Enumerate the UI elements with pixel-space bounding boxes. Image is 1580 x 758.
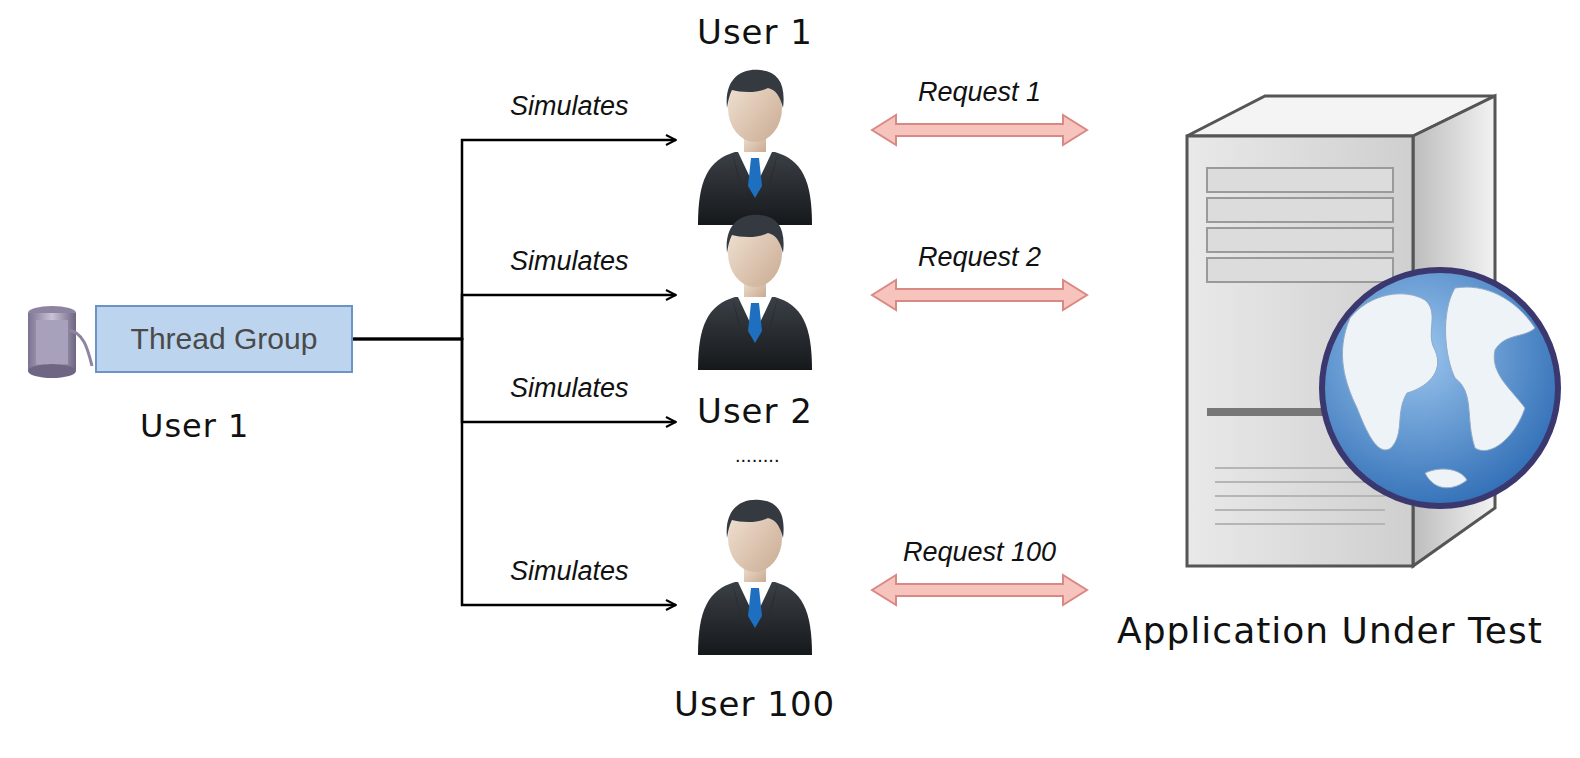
user-label: User 1 — [697, 12, 813, 52]
globe-part — [1446, 287, 1535, 451]
simulates-label: Simulates — [510, 91, 629, 122]
thread-icon-part — [28, 313, 76, 371]
user-figure: User 2 — [680, 205, 830, 440]
drive-bays-part — [1207, 168, 1393, 192]
user-label: User 1 — [140, 407, 249, 445]
person-icon-part — [698, 215, 812, 370]
thread-icon-part — [36, 320, 68, 364]
user-label: User 100 — [674, 684, 835, 724]
drive-bays-part — [1207, 228, 1393, 252]
person-icon-part — [698, 70, 812, 225]
request-arrow — [872, 575, 1087, 605]
server-illustration-part — [1215, 495, 1385, 497]
simulates-label: Simulates — [510, 556, 629, 587]
user-figure: User 100 — [680, 490, 830, 726]
simulates-label: Simulates — [510, 246, 629, 277]
globe-part — [1322, 270, 1558, 506]
group-title: Thread Group — [95, 305, 353, 373]
server-illustration-part — [1215, 509, 1385, 511]
globe — [1322, 270, 1558, 506]
ellipsis-mark: ........ — [735, 444, 779, 467]
thread-icon-part — [28, 364, 76, 378]
request-arrow — [872, 115, 1087, 145]
person-icon — [680, 490, 830, 655]
thread-group-box: Thread GroupUser 1 — [95, 305, 353, 445]
server-icon — [1095, 88, 1565, 588]
thread-icon — [28, 306, 92, 378]
globe-part — [1425, 469, 1467, 488]
thread-icon-part — [68, 330, 92, 366]
globe-part — [1342, 294, 1437, 450]
person-icon — [680, 60, 830, 225]
request-label: Request 1 — [918, 77, 1041, 108]
simulates-arrow — [353, 295, 676, 339]
server-figure: Application Under Test — [1095, 88, 1565, 668]
request-label: Request 2 — [918, 242, 1041, 273]
server-illustration-part — [1207, 408, 1327, 416]
user-label: User 2 — [697, 391, 813, 431]
request-arrow — [872, 280, 1087, 310]
drive-bays-part — [1207, 258, 1393, 282]
simulates-arrow — [353, 339, 676, 422]
person-icon-part — [698, 500, 812, 655]
drive-bays-part — [1207, 198, 1393, 222]
server-illustration-part — [1215, 523, 1385, 525]
server-illustration — [1187, 96, 1558, 566]
person-icon — [680, 205, 830, 370]
user-label: Application Under Test — [1117, 610, 1543, 651]
drive-bays — [1207, 168, 1393, 282]
simulates-label: Simulates — [510, 373, 629, 404]
request-label: Request 100 — [903, 537, 1056, 568]
simulates-arrow — [353, 339, 676, 605]
server-illustration-part — [1215, 481, 1385, 483]
simulates-arrow — [353, 140, 676, 339]
user-figure: User 1 — [680, 12, 830, 227]
